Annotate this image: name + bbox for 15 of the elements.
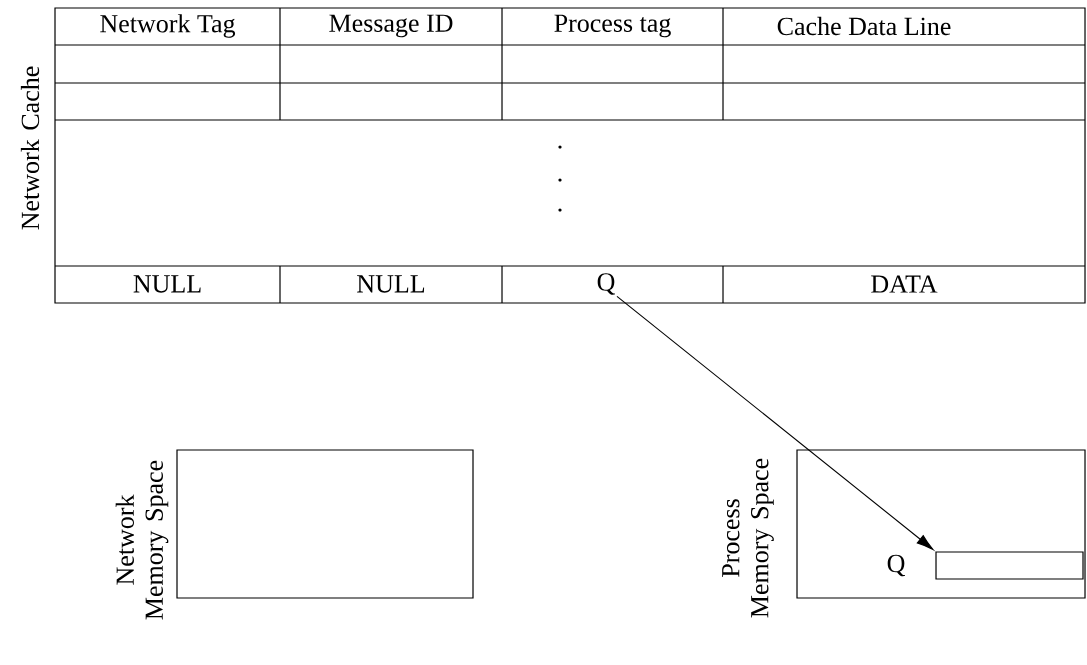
- memory-box: Network Memory Space: [115, 449, 474, 620]
- node-label: Network Memory Space: [115, 460, 169, 620]
- slot-box: Q: [887, 551, 1084, 580]
- column-header: Process tag: [554, 14, 671, 38]
- column-header: Cache Data Line: [777, 16, 951, 36]
- node-label: Q: [887, 554, 905, 577]
- cell-text: NULL: [133, 275, 201, 293]
- cell-text: Q: [597, 273, 615, 295]
- column-header: Message ID: [329, 14, 453, 38]
- node-label: Process Memory Space: [722, 458, 774, 618]
- cell-text: NULL: [357, 275, 425, 293]
- cell-text: DATA: [871, 275, 938, 293]
- column-header: Network Tag: [100, 14, 236, 38]
- arrow: [616, 295, 934, 551]
- node-label: Network Cache: [20, 66, 40, 230]
